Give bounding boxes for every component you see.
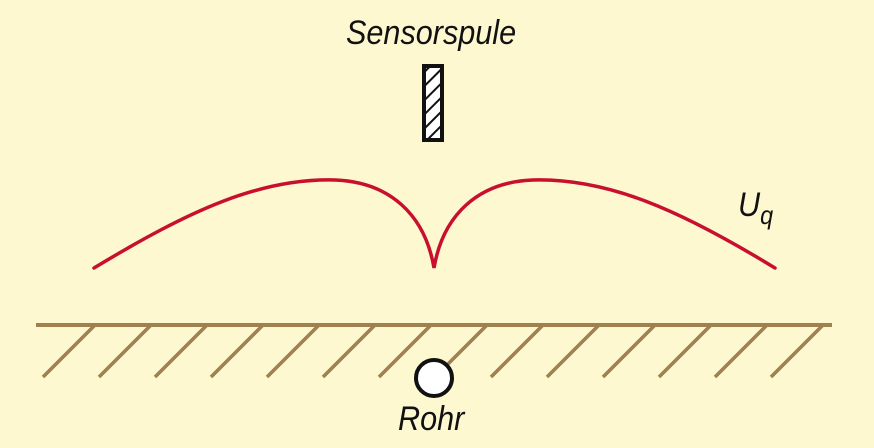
hatch-stroke [97, 323, 153, 379]
hatch-stroke [209, 323, 265, 379]
hatch-stroke [377, 323, 433, 379]
hatch-stroke [769, 323, 825, 379]
hatch-stroke [41, 323, 97, 379]
signal-label-main: U [738, 186, 761, 224]
pipe-icon [414, 358, 454, 398]
hatch-stroke [321, 323, 377, 379]
hatch-stroke [713, 323, 769, 379]
signal-curve [92, 178, 777, 270]
signal-label: Uq [738, 186, 773, 231]
pipe-label: Rohr [398, 400, 465, 438]
ground-hatching [41, 323, 825, 379]
signal-label-sub: q [760, 200, 774, 230]
hatch-stroke [265, 323, 321, 379]
hatch-stroke [657, 323, 713, 379]
hatch-stroke [153, 323, 209, 379]
sensor-coil-icon [422, 64, 444, 142]
hatch-stroke [489, 323, 545, 379]
hatch-stroke [545, 323, 601, 379]
sensor-label: Sensorspule [346, 14, 517, 52]
hatch-stroke [601, 323, 657, 379]
